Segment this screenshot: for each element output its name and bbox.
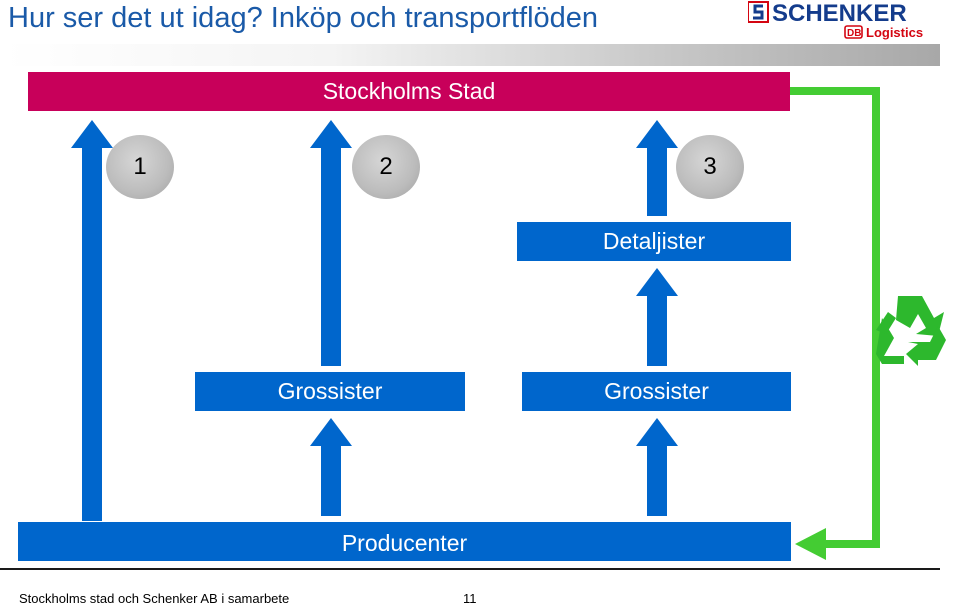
wholesalers-label: Grossister bbox=[277, 378, 383, 404]
wholesalers-box-1: Grossister bbox=[195, 372, 465, 411]
arrow-retail-to-city bbox=[636, 120, 678, 216]
flow-number-label: 2 bbox=[379, 153, 393, 180]
logo-sub-text: Logistics bbox=[866, 25, 923, 40]
city-box: Stockholms Stad bbox=[28, 72, 790, 111]
retailers-label: Detaljister bbox=[602, 228, 706, 254]
title-divider-bar bbox=[4, 44, 940, 66]
arrow-wholesaler-to-retail bbox=[636, 268, 678, 366]
flow-number-3: 3 bbox=[676, 135, 744, 199]
wholesalers-label: Grossister bbox=[604, 378, 709, 404]
logo-brand-text: SCHENKER bbox=[772, 0, 907, 27]
return-flow-arrow bbox=[790, 87, 880, 560]
schenker-logo: SCHENKER DB Logistics bbox=[748, 0, 923, 40]
wholesalers-box-2: Grossister bbox=[522, 372, 791, 411]
producers-label: Producenter bbox=[341, 530, 468, 556]
footer-divider bbox=[0, 568, 940, 570]
city-label: Stockholms Stad bbox=[322, 78, 496, 104]
arrow-producer-to-wholesaler-1 bbox=[310, 418, 352, 516]
arrow-producer-to-city bbox=[71, 120, 113, 521]
flow-number-label: 3 bbox=[703, 153, 717, 180]
logo-db-badge: DB bbox=[847, 28, 861, 39]
arrow-producer-to-wholesaler-2 bbox=[636, 418, 678, 516]
arrow-wholesaler-to-city bbox=[310, 120, 352, 366]
flow-number-label: 1 bbox=[133, 153, 147, 180]
page-number: 11 bbox=[463, 591, 477, 606]
footer-text: Stockholms stad och Schenker AB i samarb… bbox=[19, 591, 290, 606]
recycle-icon bbox=[876, 296, 946, 366]
retailers-box: Detaljister bbox=[517, 222, 791, 261]
page-title: Hur ser det ut idag? Inköp och transport… bbox=[8, 2, 599, 34]
producers-box: Producenter bbox=[18, 522, 791, 561]
flow-number-1: 1 bbox=[106, 135, 174, 199]
flow-number-2: 2 bbox=[352, 135, 420, 199]
